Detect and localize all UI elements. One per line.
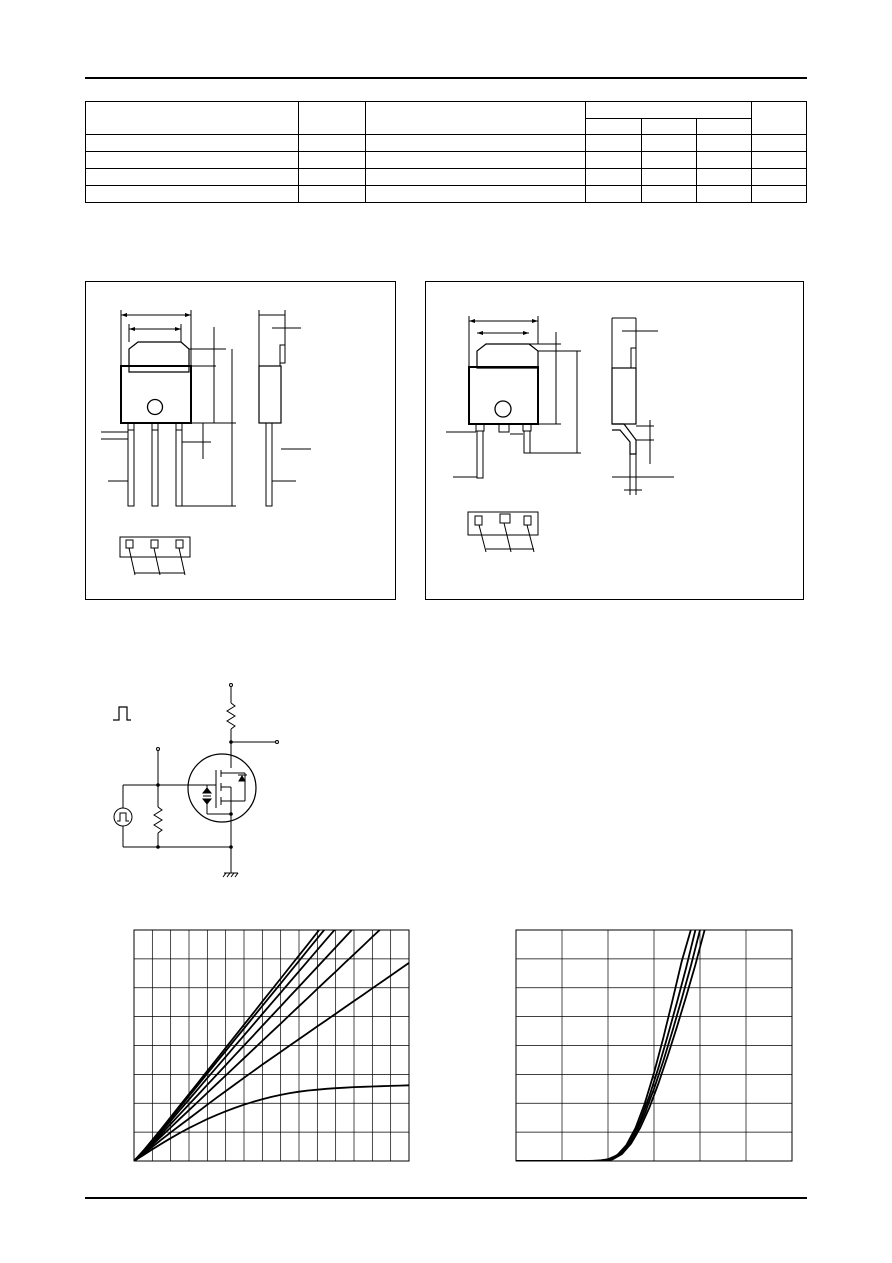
series-line-3 <box>134 930 336 1161</box>
table-cell <box>298 134 366 152</box>
table-cell <box>641 185 697 203</box>
test-circuit <box>113 683 279 878</box>
table-cell <box>85 151 299 169</box>
series-line-6 <box>134 962 409 1161</box>
series-group <box>134 930 409 1161</box>
table-cell <box>298 151 366 169</box>
bottom-rule <box>85 1197 807 1199</box>
table-cell <box>696 134 752 152</box>
table-cell <box>298 185 366 203</box>
table-header-cell <box>696 118 752 135</box>
table-cell <box>696 168 752 186</box>
table-header-cell <box>298 101 366 135</box>
table-cell <box>85 185 299 203</box>
table-row <box>85 168 807 186</box>
table-header-row <box>85 101 807 135</box>
series-line-5 <box>134 930 381 1161</box>
table-cell <box>585 168 642 186</box>
package-outline-left <box>85 281 396 600</box>
table-cell <box>641 168 697 186</box>
transfer-characteristics-chart <box>515 929 793 1162</box>
table-cell <box>751 134 807 152</box>
table-cell <box>641 151 697 169</box>
table-header-cell <box>85 101 299 135</box>
table-cell <box>365 168 586 186</box>
table-cell <box>298 168 366 186</box>
package-outline-right <box>425 281 804 600</box>
output-characteristics-chart <box>133 929 410 1162</box>
package-drawing-left <box>101 310 311 576</box>
electrical-characteristics-table <box>85 101 807 203</box>
table-cell <box>696 185 752 203</box>
package-drawing-right <box>446 316 674 553</box>
table-row <box>85 134 807 152</box>
table-cell <box>365 151 586 169</box>
table-header-cell <box>641 118 697 135</box>
top-rule <box>85 77 807 79</box>
table-cell <box>696 151 752 169</box>
series-line-1 <box>134 930 321 1161</box>
table-cell <box>365 185 586 203</box>
table-cell <box>85 134 299 152</box>
series-line-4 <box>516 930 706 1161</box>
table-cell <box>751 151 807 169</box>
table-cell <box>585 134 642 152</box>
series-group <box>516 930 706 1161</box>
series-line-4 <box>134 930 354 1161</box>
table-row <box>85 185 807 203</box>
table-cell <box>641 134 697 152</box>
table-row <box>85 151 807 169</box>
table-header-cell <box>365 101 586 135</box>
series-line-2 <box>134 930 326 1161</box>
table-cell <box>585 185 642 203</box>
table-cell <box>85 168 299 186</box>
table-cell <box>751 168 807 186</box>
table-header-cell <box>585 118 642 135</box>
series-line-7 <box>134 1084 409 1161</box>
table-cell <box>751 185 807 203</box>
table-cell <box>365 134 586 152</box>
table-header-cell <box>585 101 752 119</box>
table-subheader-row <box>86 118 807 135</box>
table-cell <box>585 151 642 169</box>
table-header-cell <box>751 101 807 135</box>
